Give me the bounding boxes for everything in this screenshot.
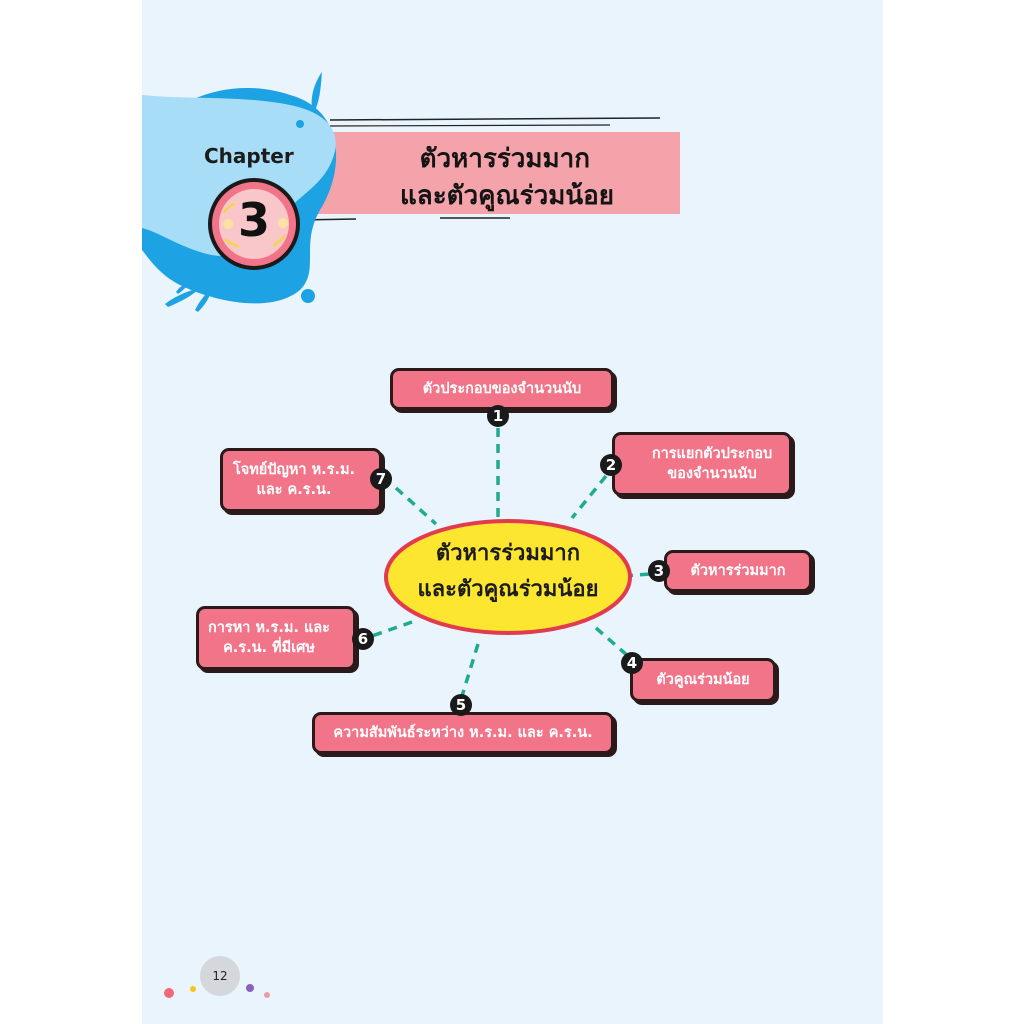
topic-box-7: โจทย์ปัญหา ห.ร.ม. และ ค.ร.น. — [220, 448, 382, 512]
topic-5-text: ความสัมพันธ์ระหว่าง ห.ร.ม. และ ค.ร.น. — [333, 725, 593, 741]
center-topic: ตัวหารร่วมมาก และตัวคูณร่วมน้อย — [390, 536, 626, 608]
topic-7-text-line1: โจทย์ปัญหา ห.ร.ม. — [232, 462, 356, 478]
connector-2 — [570, 474, 608, 520]
center-ellipse — [384, 519, 632, 635]
decor-dot-purple — [246, 984, 254, 992]
topic-3-text: ตัวหารร่วมมาก — [690, 563, 786, 579]
chapter-label: Chapter — [204, 144, 294, 168]
center-topic-line2: และตัวคูณร่วมน้อย — [417, 577, 599, 602]
topic-number-2: 2 — [600, 454, 622, 476]
topic-1-text: ตัวประกอบของจำนวนนับ — [422, 381, 582, 397]
topic-box-1: ตัวประกอบของจำนวนนับ — [390, 368, 614, 410]
topic-box-6: การหา ห.ร.ม. และ ค.ร.น. ที่มีเศษ — [196, 606, 356, 670]
topic-2-text-line2: ของจำนวนนับ — [667, 466, 757, 482]
topic-box-5: ความสัมพันธ์ระหว่าง ห.ร.ม. และ ค.ร.น. — [312, 712, 614, 754]
topic-number-4: 4 — [621, 652, 643, 674]
topic-number-6: 6 — [352, 628, 374, 650]
splash-light — [142, 95, 336, 257]
title-band — [298, 132, 680, 214]
decor-dot-yellow — [190, 986, 196, 992]
topic-2-text-line1: การแยกตัวประกอบ — [651, 446, 773, 462]
decor-dot-pink — [264, 992, 270, 998]
chapter-header-graphic — [142, 72, 680, 312]
chapter-title-line2: และตัวคูณร่วมน้อย — [400, 181, 614, 211]
connector-4 — [594, 626, 630, 658]
chapter-title-line1: ตัวหารร่วมมาก — [419, 144, 590, 174]
topic-6-text-line1: การหา ห.ร.ม. และ — [208, 620, 330, 636]
topic-number-3: 3 — [648, 560, 670, 582]
topic-box-4: ตัวคูณร่วมน้อย — [630, 658, 776, 702]
topic-box-2: การแยกตัวประกอบ ของจำนวนนับ — [612, 432, 792, 496]
topic-number-5: 5 — [450, 694, 472, 716]
topic-number-1: 1 — [487, 405, 509, 427]
topic-box-3: ตัวหารร่วมมาก — [664, 550, 812, 592]
topic-7-text-line2: และ ค.ร.น. — [256, 482, 332, 498]
connector-7 — [394, 486, 438, 526]
page-number: 12 — [200, 956, 240, 996]
connector-6 — [371, 620, 413, 638]
topic-6-text-line2: ค.ร.น. ที่มีเศษ — [223, 640, 315, 656]
chapter-number: 3 — [237, 193, 270, 247]
center-topic-line1: ตัวหารร่วมมาก — [435, 541, 581, 566]
connector-5 — [460, 643, 480, 697]
topic-4-text: ตัวคูณร่วมน้อย — [656, 672, 750, 688]
topic-number-7: 7 — [370, 468, 392, 490]
decor-dot-red — [164, 988, 174, 998]
